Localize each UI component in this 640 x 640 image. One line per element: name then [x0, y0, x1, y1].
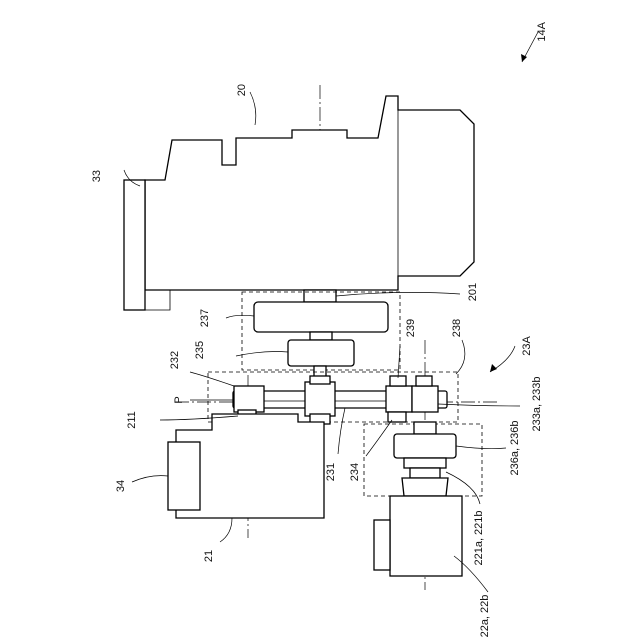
leader-201 [336, 292, 460, 296]
label-232: 232 [169, 351, 181, 369]
pulley-233b [412, 386, 438, 412]
label-236: 236a, 236b [509, 420, 521, 475]
leader-34 [132, 476, 168, 482]
label-22: 22a, 22b [479, 595, 491, 638]
leader-235 [236, 352, 288, 357]
coupling-221-lower [402, 478, 448, 496]
coupling-221-upper [410, 468, 440, 478]
label-34: 34 [115, 480, 127, 492]
pulley-engine-hub-top [310, 376, 330, 384]
clutch-235 [288, 340, 354, 366]
leader-234 [366, 420, 392, 456]
pulley-engine [305, 382, 335, 416]
label-235: 235 [194, 341, 206, 359]
label-231: 231 [325, 463, 337, 481]
pulley-232 [234, 386, 264, 412]
idler-234 [388, 412, 406, 422]
leader-20 [250, 92, 256, 125]
label-21: 21 [203, 550, 215, 562]
label-23A: 23A [521, 336, 533, 356]
leader-231 [338, 408, 345, 454]
label-237: 237 [199, 309, 211, 327]
label-33: 33 [91, 170, 103, 182]
label-201: 201 [467, 283, 479, 301]
label-234: 234 [349, 463, 361, 481]
leader-232 [190, 372, 234, 386]
label-239: 239 [405, 319, 417, 337]
leader-237 [226, 315, 254, 318]
pulley-233b-hub [416, 376, 432, 386]
label-211: 211 [126, 411, 138, 429]
engine-body [145, 96, 474, 290]
label-20: 20 [236, 84, 248, 96]
panel-33 [124, 180, 145, 310]
shaft-233-lower [414, 422, 436, 434]
leader-236 [456, 446, 506, 449]
generator-22-box [374, 520, 390, 570]
leader-23A-arrowhead [490, 364, 497, 372]
battery-34 [168, 442, 200, 510]
leader-233 [438, 404, 520, 406]
leader-21 [220, 518, 232, 542]
leader-238 [456, 340, 465, 374]
clutch-236 [394, 434, 456, 458]
figure-id-arrowhead [521, 54, 527, 62]
figure-id-text: 14A [536, 21, 548, 41]
label-233: 233a, 233b [531, 376, 543, 431]
clutch-236-hub [404, 458, 446, 468]
flywheel-237 [254, 302, 388, 332]
label-238: 238 [451, 319, 463, 337]
generator-22 [390, 496, 462, 576]
engine-20 [145, 96, 474, 290]
label-P: P [173, 396, 185, 403]
figure-id: 14A [521, 21, 548, 62]
label-221: 221a, 221b [473, 510, 485, 565]
pulley-233a [386, 386, 412, 412]
coupling-237 [310, 332, 332, 340]
